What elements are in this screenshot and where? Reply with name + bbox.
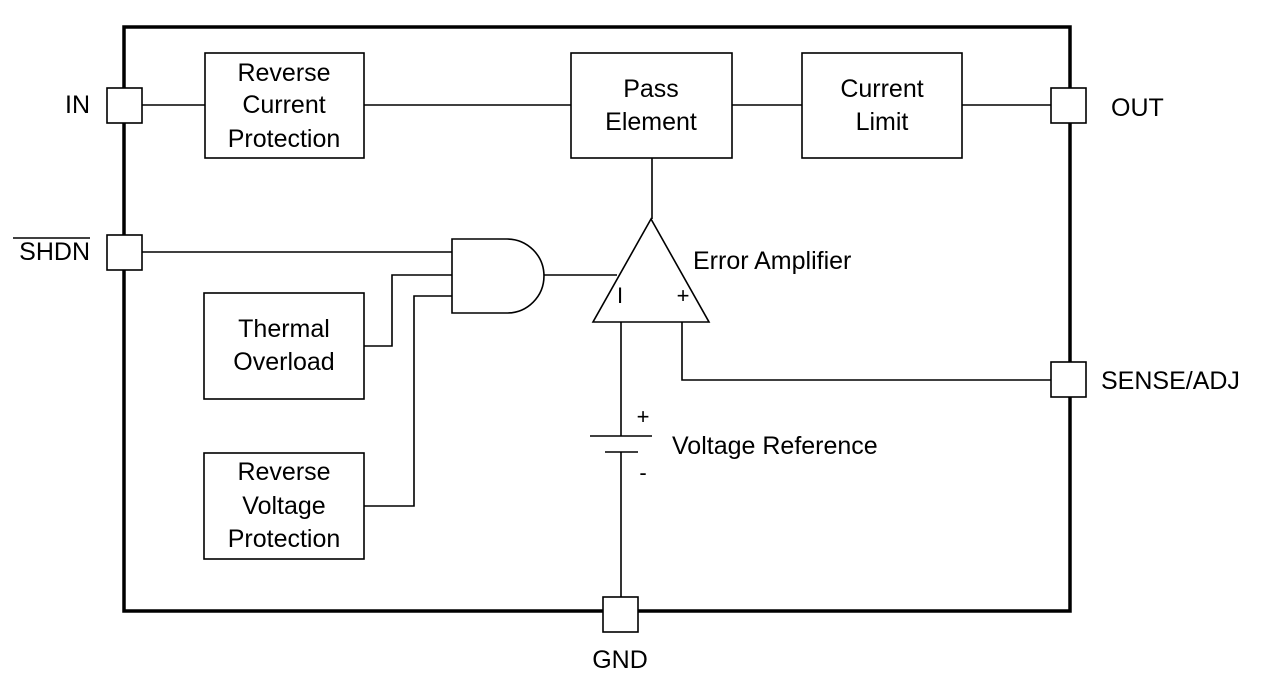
- wire-thermal-to-gate: [364, 274, 452, 347]
- rvp-line-2: Voltage: [242, 492, 325, 520]
- and-gate: [451, 238, 545, 314]
- in-pin-label: IN: [65, 91, 90, 119]
- thermal-overload-block: [203, 292, 365, 400]
- voltage-reference-label: Voltage Reference: [672, 432, 878, 460]
- shdn-pin-label: SHDN: [19, 238, 90, 266]
- current-limit-block: [801, 52, 963, 159]
- sense-adj-pin-label: SENSE/ADJ: [1101, 367, 1240, 395]
- wire-sense-to-amp: [681, 322, 1051, 381]
- chip-outline: [122, 25, 1072, 613]
- gnd-pin-label: GND: [592, 646, 648, 674]
- shdn-pin: [106, 234, 143, 271]
- error-amplifier-label: Error Amplifier: [693, 247, 851, 275]
- rcp-line-3: Protection: [228, 125, 341, 153]
- vref-plus-sign: +: [637, 404, 650, 429]
- reverse-current-protection-block: [204, 52, 365, 159]
- vref-minus-sign: -: [639, 460, 646, 485]
- rvp-line-3: Protection: [228, 525, 341, 553]
- error-amplifier-noninverting-sign: +: [677, 283, 690, 308]
- out-pin: [1050, 87, 1087, 124]
- rvp-line-1: Reverse: [237, 458, 330, 486]
- gnd-pin: [602, 596, 639, 633]
- rcp-line-1: Reverse: [237, 59, 330, 87]
- error-amplifier-inverting-sign: I: [617, 283, 623, 308]
- pass-element-line-2: Element: [605, 108, 697, 136]
- current-limit-line-2: Limit: [856, 108, 909, 136]
- current-limit-line-1: Current: [840, 75, 923, 103]
- reverse-voltage-protection-block: [203, 452, 365, 560]
- sense-adj-pin: [1050, 361, 1087, 398]
- pass-element-line-1: Pass: [623, 75, 679, 103]
- wires: [142, 104, 1051, 597]
- wire-rvp-to-gate: [364, 295, 452, 507]
- thermal-overload-line-1: Thermal: [238, 315, 330, 343]
- out-pin-label: OUT: [1111, 94, 1164, 122]
- pass-element-block: [570, 52, 733, 159]
- rcp-line-2: Current: [242, 91, 325, 119]
- thermal-overload-line-2: Overload: [233, 348, 334, 376]
- in-pin: [106, 87, 143, 124]
- error-amplifier-triangle: [591, 217, 711, 323]
